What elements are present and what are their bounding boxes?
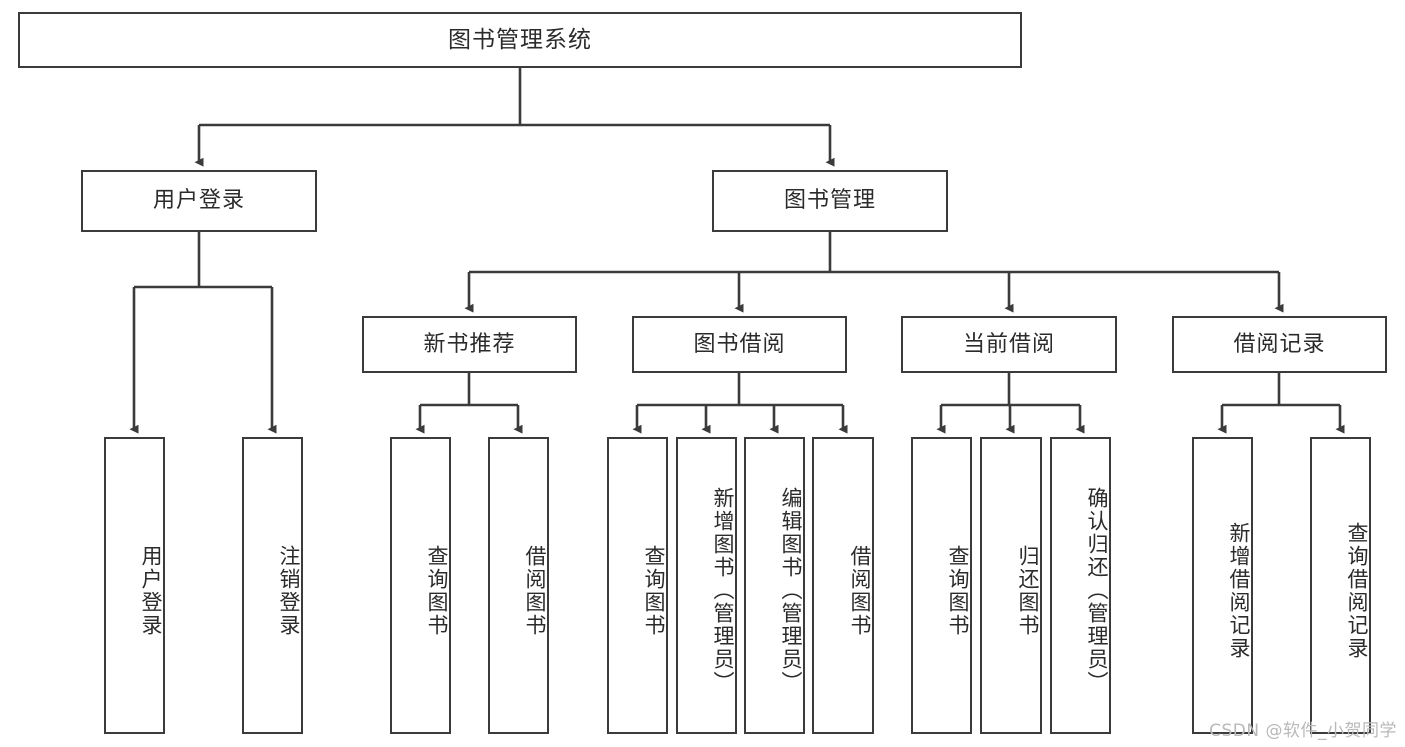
node-label: 用户登录 [152,188,245,213]
node-label: 用户登录 [139,544,163,637]
leaf-book-borrow-edit[interactable]: 编辑图书（管理员） [744,437,805,734]
node-label: 图书管理系统 [448,26,592,53]
node-label: 新增借阅记录 [1227,521,1251,660]
leaf-new-book-query[interactable]: 查询图书 [390,437,451,734]
leaf-book-borrow-borrow[interactable]: 借阅图书 [812,437,874,734]
node-book-borrow[interactable]: 图书借阅 [632,316,847,373]
node-label: 查询图书 [642,544,666,637]
node-root-library-system[interactable]: 图书管理系统 [18,12,1022,68]
node-user-login[interactable]: 用户登录 [81,170,317,232]
node-label: 新增图书（管理员） [711,487,735,694]
leaf-book-borrow-query[interactable]: 查询图书 [607,437,668,734]
node-label: 借阅记录 [1233,331,1326,357]
node-label: 编辑图书（管理员） [779,487,803,694]
node-label: 借阅图书 [848,544,872,637]
leaf-new-book-borrow[interactable]: 借阅图书 [488,437,549,734]
node-label: 查询图书 [946,544,970,637]
leaf-borrow-record-query[interactable]: 查询借阅记录 [1310,437,1371,734]
leaf-borrow-record-add[interactable]: 新增借阅记录 [1192,437,1253,734]
leaf-current-borrow-confirm-return[interactable]: 确认归还（管理员） [1050,437,1111,734]
node-label: 图书借阅 [693,331,786,357]
leaf-current-borrow-query[interactable]: 查询图书 [911,437,972,734]
node-label: 图书管理 [783,188,876,213]
node-label: 查询图书 [425,544,449,637]
node-current-borrow[interactable]: 当前借阅 [901,316,1117,373]
node-borrow-record[interactable]: 借阅记录 [1172,316,1387,373]
leaf-user-login-login[interactable]: 用户登录 [104,437,165,734]
node-new-book-recommend[interactable]: 新书推荐 [362,316,577,373]
node-label: 新书推荐 [423,331,516,357]
leaf-user-login-logout[interactable]: 注销登录 [242,437,303,734]
node-label: 注销登录 [277,544,301,637]
node-book-management[interactable]: 图书管理 [712,170,948,232]
leaf-book-borrow-add[interactable]: 新增图书（管理员） [676,437,737,734]
node-label: 查询借阅记录 [1345,521,1369,660]
leaf-current-borrow-return[interactable]: 归还图书 [980,437,1042,734]
node-label: 借阅图书 [523,544,547,637]
node-label: 当前借阅 [962,331,1055,357]
node-label: 确认归还（管理员） [1085,487,1109,694]
node-label: 归还图书 [1016,544,1040,637]
